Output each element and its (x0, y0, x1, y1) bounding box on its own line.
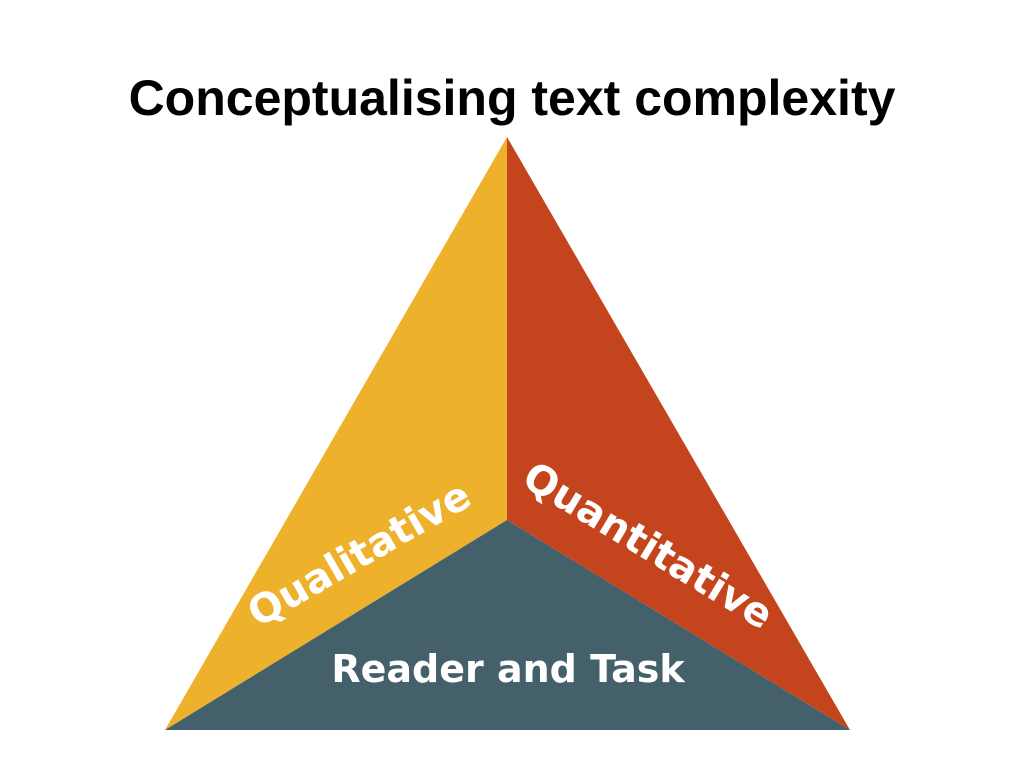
qualitative-segment (165, 137, 507, 730)
reader-and-task-label: Reader and Task (331, 647, 685, 691)
quantitative-segment (507, 137, 850, 730)
reader-and-task-segment (165, 520, 850, 730)
slide-title: Conceptualising text complexity (128, 70, 896, 126)
